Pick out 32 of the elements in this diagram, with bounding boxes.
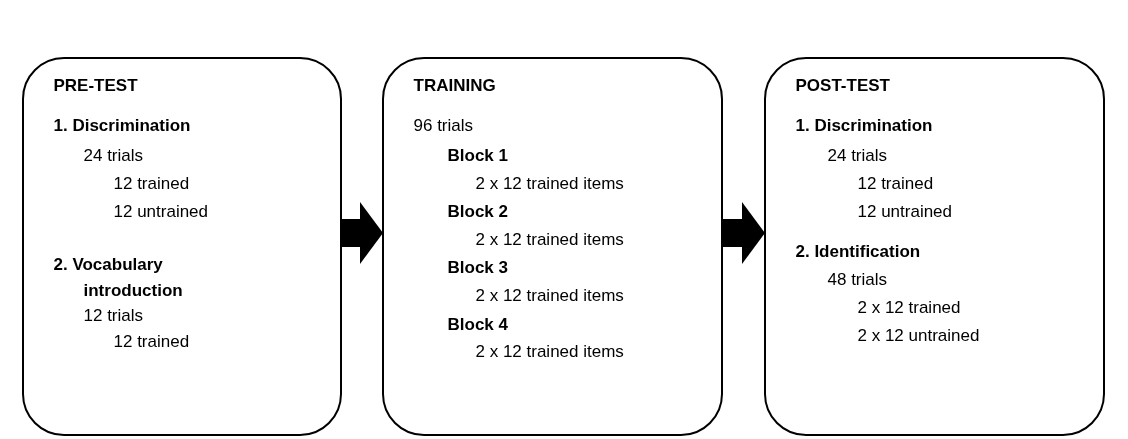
step-detail: 24 trials	[83, 144, 144, 167]
step-heading: Block 4	[447, 313, 508, 336]
step-detail: 12 untrained	[113, 200, 209, 223]
step-detail: 12 trials	[83, 304, 144, 327]
block-arrow	[342, 202, 383, 264]
step-detail: 96 trials	[413, 114, 474, 137]
step-heading: 2. Identification	[795, 240, 921, 263]
stage-box	[382, 57, 723, 436]
step-detail: 2 x 12 trained	[857, 296, 961, 319]
step-detail: 2 x 12 trained items	[475, 340, 624, 363]
step-detail: 2 x 12 trained items	[475, 228, 624, 251]
step-heading: 1. Discrimination	[795, 114, 933, 137]
step-detail: 2 x 12 trained items	[475, 172, 624, 195]
stage-heading: PRE-TEST	[53, 74, 138, 97]
step-heading: Block 2	[447, 200, 508, 223]
step-heading: Block 3	[447, 256, 508, 279]
stage-heading: TRAINING	[413, 74, 496, 97]
stage-box	[22, 57, 342, 436]
step-detail: 24 trials	[827, 144, 888, 167]
step-heading: Block 1	[447, 144, 508, 167]
stage-heading: POST-TEST	[795, 74, 890, 97]
step-detail: 12 trained	[113, 330, 190, 353]
step-detail: 2 x 12 trained items	[475, 284, 624, 307]
stage-box	[764, 57, 1105, 436]
step-detail: 12 trained	[857, 172, 934, 195]
step-detail: 48 trials	[827, 268, 888, 291]
step-detail: 12 trained	[113, 172, 190, 195]
block-arrow	[723, 202, 765, 264]
step-detail: 2 x 12 untrained	[857, 324, 980, 347]
step-detail: 12 untrained	[857, 200, 953, 223]
step-heading: 1. Discrimination	[53, 114, 191, 137]
step-heading: 2. Vocabulary introduction	[53, 253, 184, 302]
